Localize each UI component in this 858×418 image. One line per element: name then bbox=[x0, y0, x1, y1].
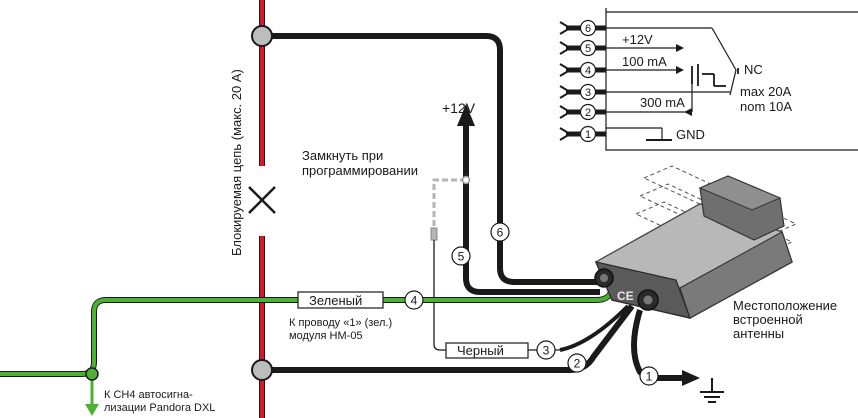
svg-text:4: 4 bbox=[411, 294, 418, 308]
relay-module: CE bbox=[594, 165, 798, 319]
relay-schematic: 6 5 +12V 4 100 mA 3 bbox=[559, 8, 858, 151]
green-wire-label: Зеленый bbox=[309, 293, 362, 308]
wire-number-1 bbox=[639, 366, 659, 386]
circuit-label: Блокируемая цепь (макс. 20 А) bbox=[229, 69, 244, 256]
pin-6: 6 bbox=[559, 19, 737, 96]
arrow-down-icon bbox=[85, 404, 99, 416]
arrow-up-icon bbox=[457, 104, 475, 126]
power-label: +12V bbox=[442, 100, 476, 116]
gnd-label: GND bbox=[676, 127, 705, 142]
wire-number-3 bbox=[536, 340, 556, 360]
svg-text:2: 2 bbox=[574, 357, 581, 371]
svg-text:1: 1 bbox=[585, 129, 591, 141]
junction-dot bbox=[85, 367, 99, 381]
x-cross-icon bbox=[248, 186, 276, 214]
wire-number-5 bbox=[451, 246, 471, 266]
green-wire: Зеленый 4 К проводу «1» (зел.) модуля НМ… bbox=[0, 285, 615, 416]
svg-text:3: 3 bbox=[543, 344, 550, 358]
svg-text:6: 6 bbox=[585, 23, 591, 35]
svg-text:5: 5 bbox=[585, 43, 591, 55]
pin-4: 4 100 mA bbox=[559, 54, 684, 79]
wire-6: 6 bbox=[251, 25, 600, 285]
blocked-circuit: Блокируемая цепь (макс. 20 А) bbox=[229, 0, 276, 418]
ch4-note: К СН4 автосигна- лизации Pandora DXL bbox=[104, 389, 215, 414]
wire-2: 2 bbox=[251, 304, 635, 381]
wire-3: Черный 3 bbox=[445, 304, 630, 360]
antenna-note: Местоположение встроенной антенны bbox=[733, 298, 841, 341]
svg-text:4: 4 bbox=[585, 65, 591, 77]
programming-note-line2: программировании bbox=[302, 163, 418, 178]
nc-label: NC bbox=[744, 62, 763, 77]
terminal-top bbox=[251, 25, 273, 47]
black-wire-label: Черный bbox=[457, 343, 504, 358]
ground-icon bbox=[700, 378, 724, 403]
svg-text:2: 2 bbox=[585, 107, 591, 119]
current-100-label: 100 mA bbox=[622, 54, 667, 69]
wire-number-4 bbox=[404, 290, 424, 310]
svg-text:1: 1 bbox=[646, 370, 653, 384]
relay-contact-icon bbox=[691, 64, 739, 87]
current-300-label: 300 mA bbox=[640, 95, 685, 110]
black-wire-tag bbox=[445, 342, 529, 359]
svg-text:6: 6 bbox=[497, 226, 504, 240]
pin-1: 1 GND bbox=[559, 125, 705, 143]
programming-note-line1: Замкнуть при bbox=[302, 148, 383, 163]
terminal-bottom bbox=[251, 359, 273, 381]
wire-number-6 bbox=[490, 222, 510, 242]
programming-jumper: Замкнуть при программировании bbox=[302, 148, 471, 351]
wire-5: +12V 5 bbox=[442, 100, 600, 295]
wire-number-2 bbox=[567, 353, 587, 373]
pin-5: 5 +12V bbox=[559, 32, 684, 57]
ce-mark: CE bbox=[617, 289, 634, 303]
pin-3: 3 bbox=[559, 83, 730, 101]
pin-2: 2 300 mA bbox=[559, 82, 693, 121]
programming-note: Замкнуть при программировании bbox=[302, 148, 418, 178]
green-wire-tag bbox=[297, 291, 384, 309]
svg-text:5: 5 bbox=[458, 250, 465, 264]
plus12v-label: +12V bbox=[622, 32, 653, 47]
green-note: К проводу «1» (зел.) модуля НМ-05 bbox=[289, 317, 395, 342]
arrow-right-icon bbox=[682, 370, 700, 386]
svg-text:3: 3 bbox=[585, 87, 591, 99]
nom-rating: nom 10A bbox=[740, 99, 792, 114]
wire-1: 1 bbox=[631, 309, 724, 403]
max-rating: max 20A bbox=[740, 84, 792, 99]
